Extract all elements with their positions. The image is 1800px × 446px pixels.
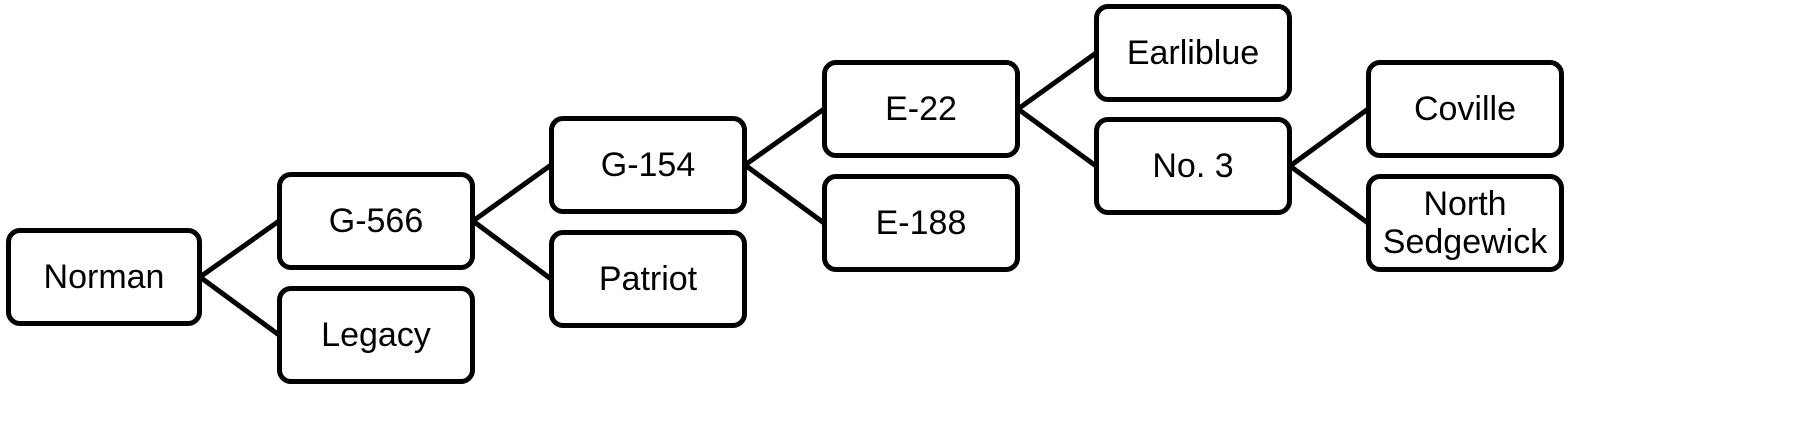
node-no-3: No. 3 — [1094, 117, 1292, 215]
node-norman: Norman — [6, 228, 202, 326]
node-label: Coville — [1413, 90, 1517, 128]
node-label: Patriot — [598, 260, 698, 298]
connector-no3-coville — [1287, 106, 1371, 169]
node-label: No. 3 — [1152, 147, 1234, 185]
node-patriot: Patriot — [549, 230, 747, 328]
node-label: E-188 — [875, 204, 967, 242]
node-earliblue: Earliblue — [1094, 4, 1292, 102]
connector-norman-legacy — [197, 274, 282, 338]
connector-e22-no3 — [1015, 106, 1099, 169]
connector-g154-e22 — [742, 106, 827, 168]
node-label: North Sedgewick — [1371, 185, 1559, 261]
connector-no3-north_sedgewick — [1287, 163, 1371, 226]
node-label: G-154 — [600, 146, 696, 184]
connector-norman-g566 — [197, 218, 282, 280]
node-north-sedgewick: North Sedgewick — [1366, 174, 1564, 272]
connector-g566-patriot — [470, 218, 554, 282]
connector-g154-e188 — [742, 162, 827, 226]
node-label: Norman — [43, 258, 165, 296]
node-label-line-2: Sedgewick — [1382, 223, 1548, 261]
node-coville: Coville — [1366, 60, 1564, 158]
node-label: Earliblue — [1126, 34, 1260, 72]
node-g-566: G-566 — [277, 172, 475, 270]
node-e-188: E-188 — [822, 174, 1020, 272]
node-label: G-566 — [328, 202, 424, 240]
connector-e22-earliblue — [1015, 50, 1099, 112]
node-label: E-22 — [885, 90, 957, 128]
node-e-22: E-22 — [822, 60, 1020, 158]
connector-g566-g154 — [470, 162, 554, 224]
node-label-line-1: North — [1423, 185, 1507, 223]
node-label: Legacy — [321, 316, 431, 354]
node-legacy: Legacy — [277, 286, 475, 384]
node-g-154: G-154 — [549, 116, 747, 214]
